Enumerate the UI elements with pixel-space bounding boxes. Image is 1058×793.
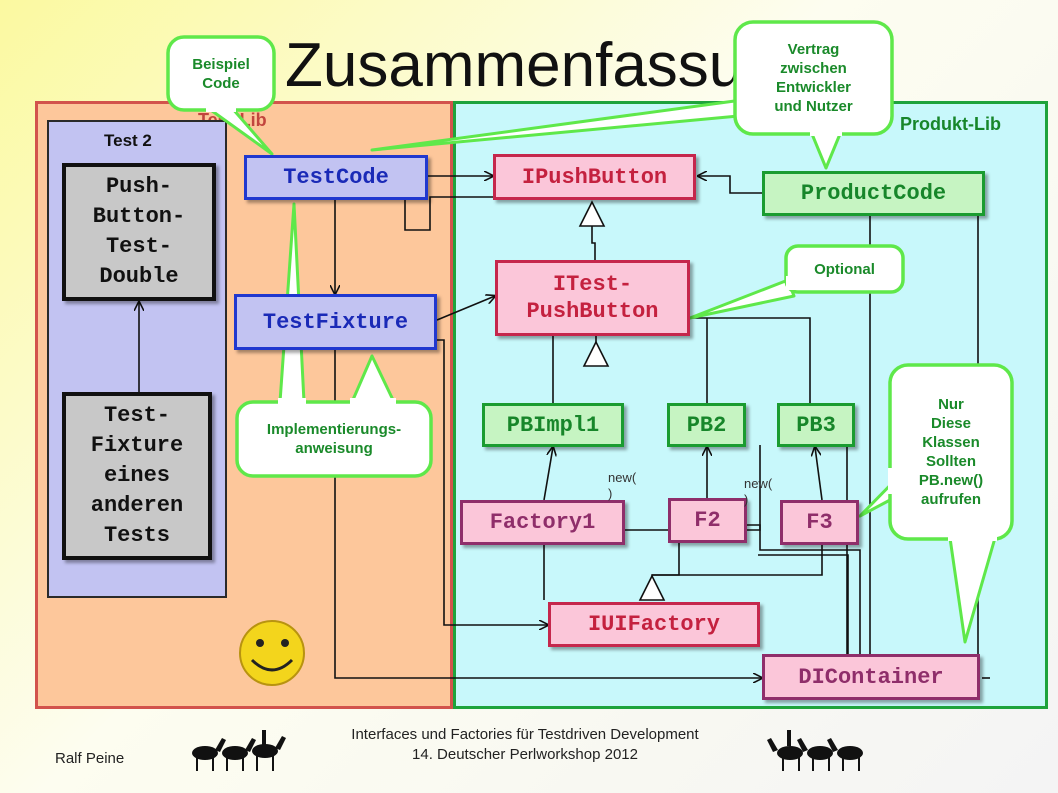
footer-line1: Interfaces und Factories für Testdriven … xyxy=(351,726,699,743)
footer-author: Ralf Peine xyxy=(55,750,125,767)
pbimpl1-box: PBImpl1 xyxy=(482,403,624,447)
new-note-2: new( ) xyxy=(744,476,773,507)
callout-optional: Optional xyxy=(814,260,875,278)
new-note-1: new( ) xyxy=(608,470,637,501)
camel-icon-left xyxy=(192,730,286,771)
footer-line2: 14. Deutscher Perlworkshop 2012 xyxy=(412,746,638,763)
f2-box: F2 xyxy=(668,498,747,543)
itest-pushbutton-box: ITest- PushButton xyxy=(495,260,690,336)
testfixture-box: TestFixture xyxy=(234,294,437,350)
smiley-icon xyxy=(239,620,305,686)
testcode-box: TestCode xyxy=(244,155,428,200)
factory1-box: Factory1 xyxy=(460,500,625,545)
dicontainer-box: DIContainer xyxy=(762,654,980,700)
push-button-test-double-box: Push- Button- Test- Double xyxy=(62,163,216,301)
page-title: Zusammenfassung xyxy=(285,31,813,100)
productcode-box: ProductCode xyxy=(762,171,985,216)
pb3-box: PB3 xyxy=(777,403,855,447)
iuifactory-box: IUIFactory xyxy=(548,602,760,647)
test-fixture-other-box: Test- Fixture eines anderen Tests xyxy=(62,392,212,560)
ipushbutton-box: IPushButton xyxy=(493,154,696,200)
produkt-lib-label: Produkt-Lib xyxy=(900,114,1001,134)
f3-box: F3 xyxy=(780,500,859,545)
camel-icon-right xyxy=(767,730,863,771)
callout-vertrag: Vertrag zwischen Entwickler und Nutzer xyxy=(774,41,853,115)
callout-implementierung: Implementierungs- anweisung xyxy=(266,421,402,457)
pb2-box: PB2 xyxy=(667,403,746,447)
callout-beispiel-code: Beispiel Code xyxy=(192,55,250,92)
callout-nur-diese: Nur Diese Klassen Sollten PB.new() aufru… xyxy=(918,396,984,508)
test2-label: Test 2 xyxy=(104,131,152,150)
